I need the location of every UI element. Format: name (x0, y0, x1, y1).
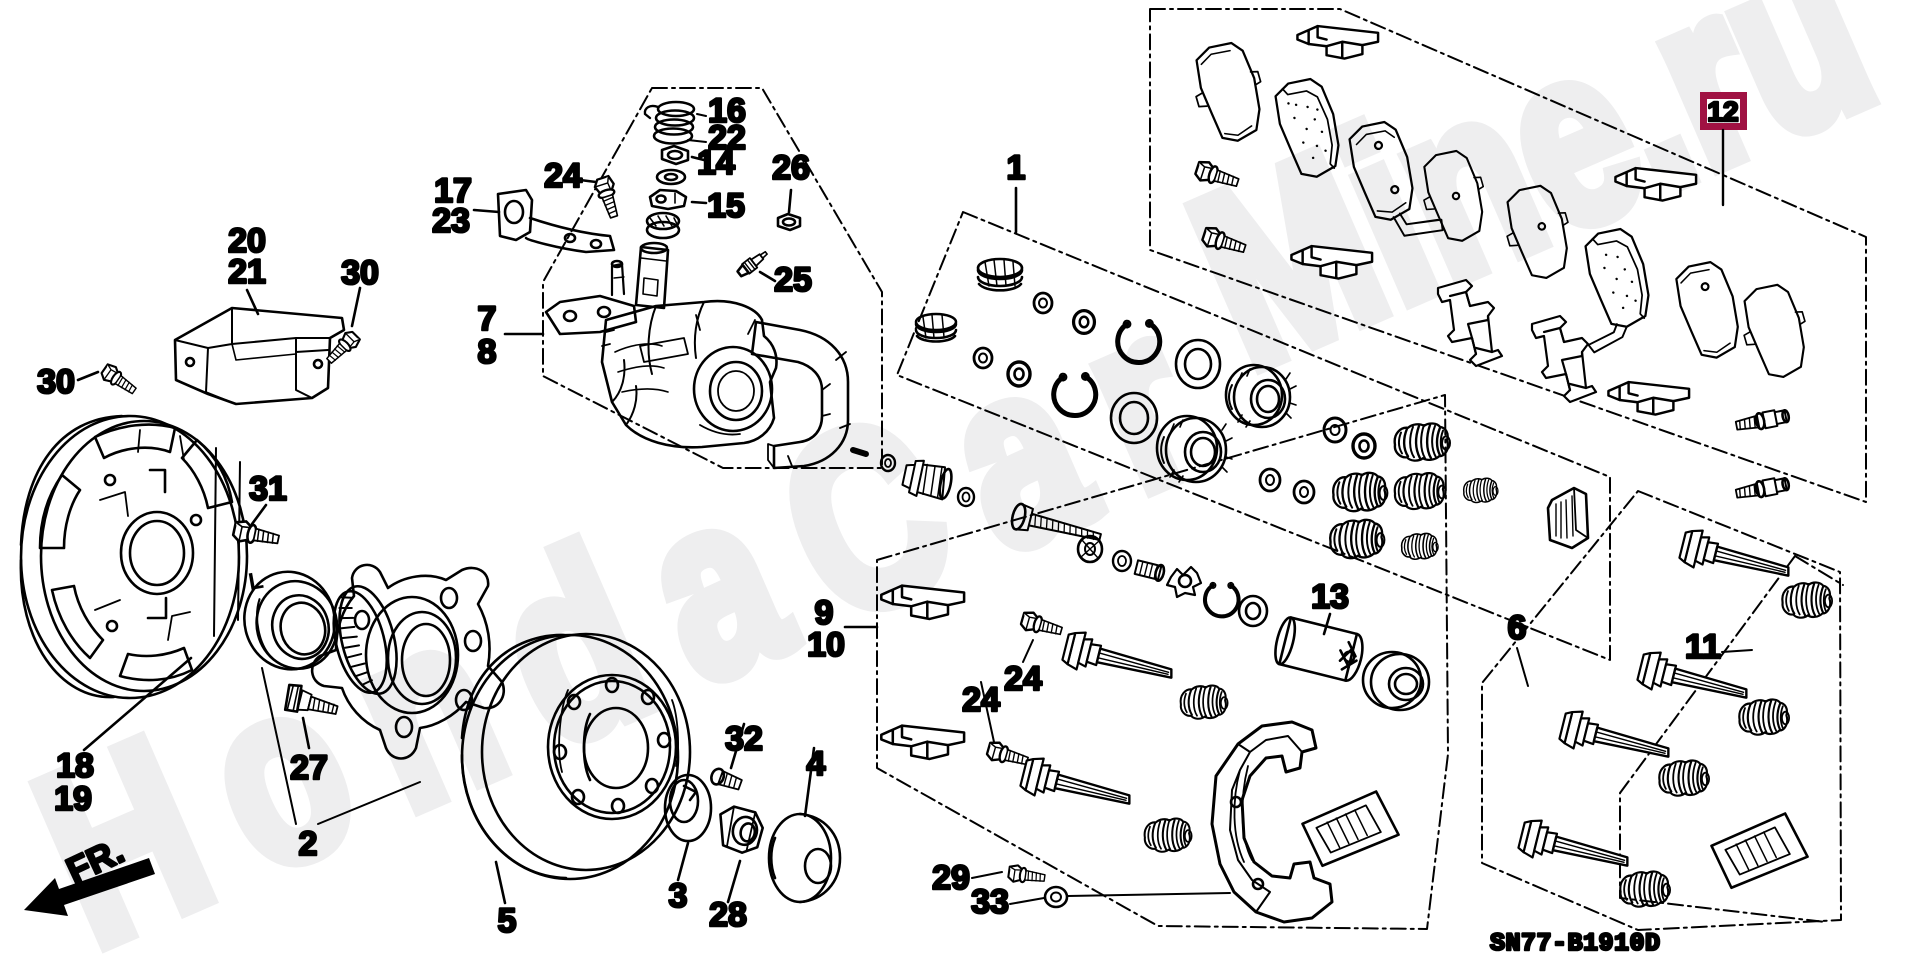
svg-text:SN77-B1910D: SN77-B1910D (1490, 929, 1661, 958)
svg-text:2: 2 (299, 825, 318, 863)
svg-text:16: 16 (708, 92, 746, 130)
svg-text:33: 33 (971, 883, 1009, 921)
svg-text:23: 23 (432, 202, 470, 240)
svg-text:30: 30 (341, 254, 379, 292)
svg-text:11: 11 (1685, 628, 1721, 666)
svg-text:13: 13 (1311, 578, 1349, 616)
svg-text:30: 30 (37, 363, 75, 401)
svg-text:17: 17 (434, 172, 472, 210)
svg-text:22: 22 (708, 119, 746, 157)
svg-text:8: 8 (478, 333, 497, 371)
svg-text:32: 32 (725, 720, 763, 758)
svg-text:1: 1 (1007, 149, 1026, 187)
svg-text:31: 31 (249, 470, 287, 508)
svg-text:19: 19 (54, 780, 92, 818)
svg-text:18: 18 (56, 747, 94, 785)
svg-text:21: 21 (228, 253, 266, 291)
svg-text:25: 25 (774, 261, 812, 299)
svg-text:10: 10 (807, 626, 845, 664)
svg-text:L: L (246, 567, 265, 596)
svg-text:3: 3 (669, 877, 688, 915)
svg-text:24: 24 (544, 157, 582, 195)
svg-text:24: 24 (1004, 660, 1042, 698)
svg-text:14: 14 (697, 144, 735, 182)
svg-text:6: 6 (1508, 609, 1527, 647)
svg-text:12: 12 (1707, 96, 1738, 127)
svg-text:7: 7 (478, 300, 497, 338)
svg-text:27: 27 (290, 749, 328, 787)
svg-text:29: 29 (932, 859, 970, 897)
svg-text:15: 15 (707, 187, 745, 225)
svg-text:26: 26 (772, 149, 810, 187)
svg-text:4: 4 (807, 745, 826, 783)
svg-text:9: 9 (815, 594, 834, 632)
svg-text:5: 5 (498, 902, 517, 940)
svg-text:20: 20 (228, 222, 266, 260)
svg-text:28: 28 (709, 896, 747, 934)
svg-text:24: 24 (962, 681, 1000, 719)
